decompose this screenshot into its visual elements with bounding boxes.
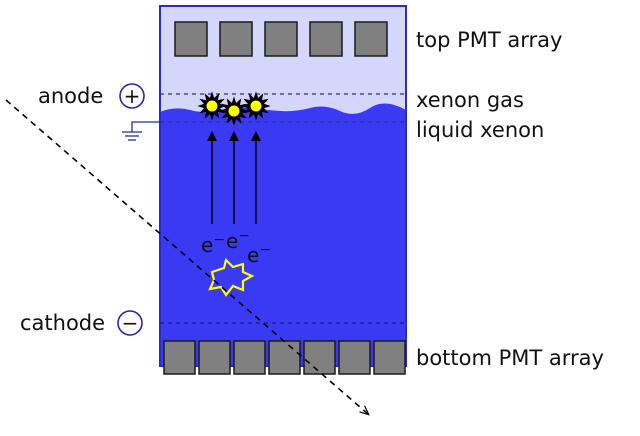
- top-pmt-array-label: top PMT array: [416, 28, 562, 52]
- top-pmt: [264, 21, 298, 57]
- bottom-pmt-array-label: bottom PMT array: [416, 346, 604, 370]
- interaction-burst-icon: [208, 257, 255, 297]
- electron-drift-arrows: [207, 131, 261, 224]
- top-pmt: [309, 21, 343, 57]
- anode-label: anode: [38, 84, 103, 108]
- xenon-gas-label: xenon gas: [416, 88, 524, 112]
- cathode-label: cathode: [20, 311, 105, 335]
- top-pmt: [174, 21, 208, 57]
- electron-label-3: e−: [247, 242, 271, 267]
- bottom-pmt: [268, 340, 301, 375]
- particle-track-arrow: [5, 99, 368, 414]
- scintillation-flash: [197, 91, 227, 121]
- bottom-pmt-array: [163, 340, 406, 375]
- cathode-sign: −: [122, 311, 139, 335]
- electron-labels: e− e− e−: [201, 228, 271, 267]
- detector-vessel: [159, 5, 407, 367]
- bottom-pmt: [373, 340, 406, 375]
- ground-icon: [122, 121, 162, 141]
- scintillation-flash: [219, 96, 249, 126]
- top-pmt: [354, 21, 388, 57]
- proportional-scintillation-flashes: [197, 91, 271, 126]
- top-pmt: [219, 21, 253, 57]
- anode-sign: +: [124, 84, 141, 108]
- electron-label-2: e−: [226, 228, 250, 253]
- bottom-pmt: [303, 340, 336, 375]
- bottom-pmt: [198, 340, 231, 375]
- anode-symbol: +: [119, 83, 145, 109]
- scintillation-flash: [241, 91, 271, 121]
- top-pmt-array: [174, 21, 388, 57]
- cathode-symbol: −: [117, 310, 143, 336]
- bottom-pmt: [163, 340, 196, 375]
- liquid-xenon-region: [160, 103, 406, 367]
- bottom-pmt: [338, 340, 371, 375]
- bottom-pmt: [233, 340, 266, 375]
- liquid-xenon-label: liquid xenon: [416, 118, 544, 142]
- electron-label-1: e−: [201, 232, 225, 257]
